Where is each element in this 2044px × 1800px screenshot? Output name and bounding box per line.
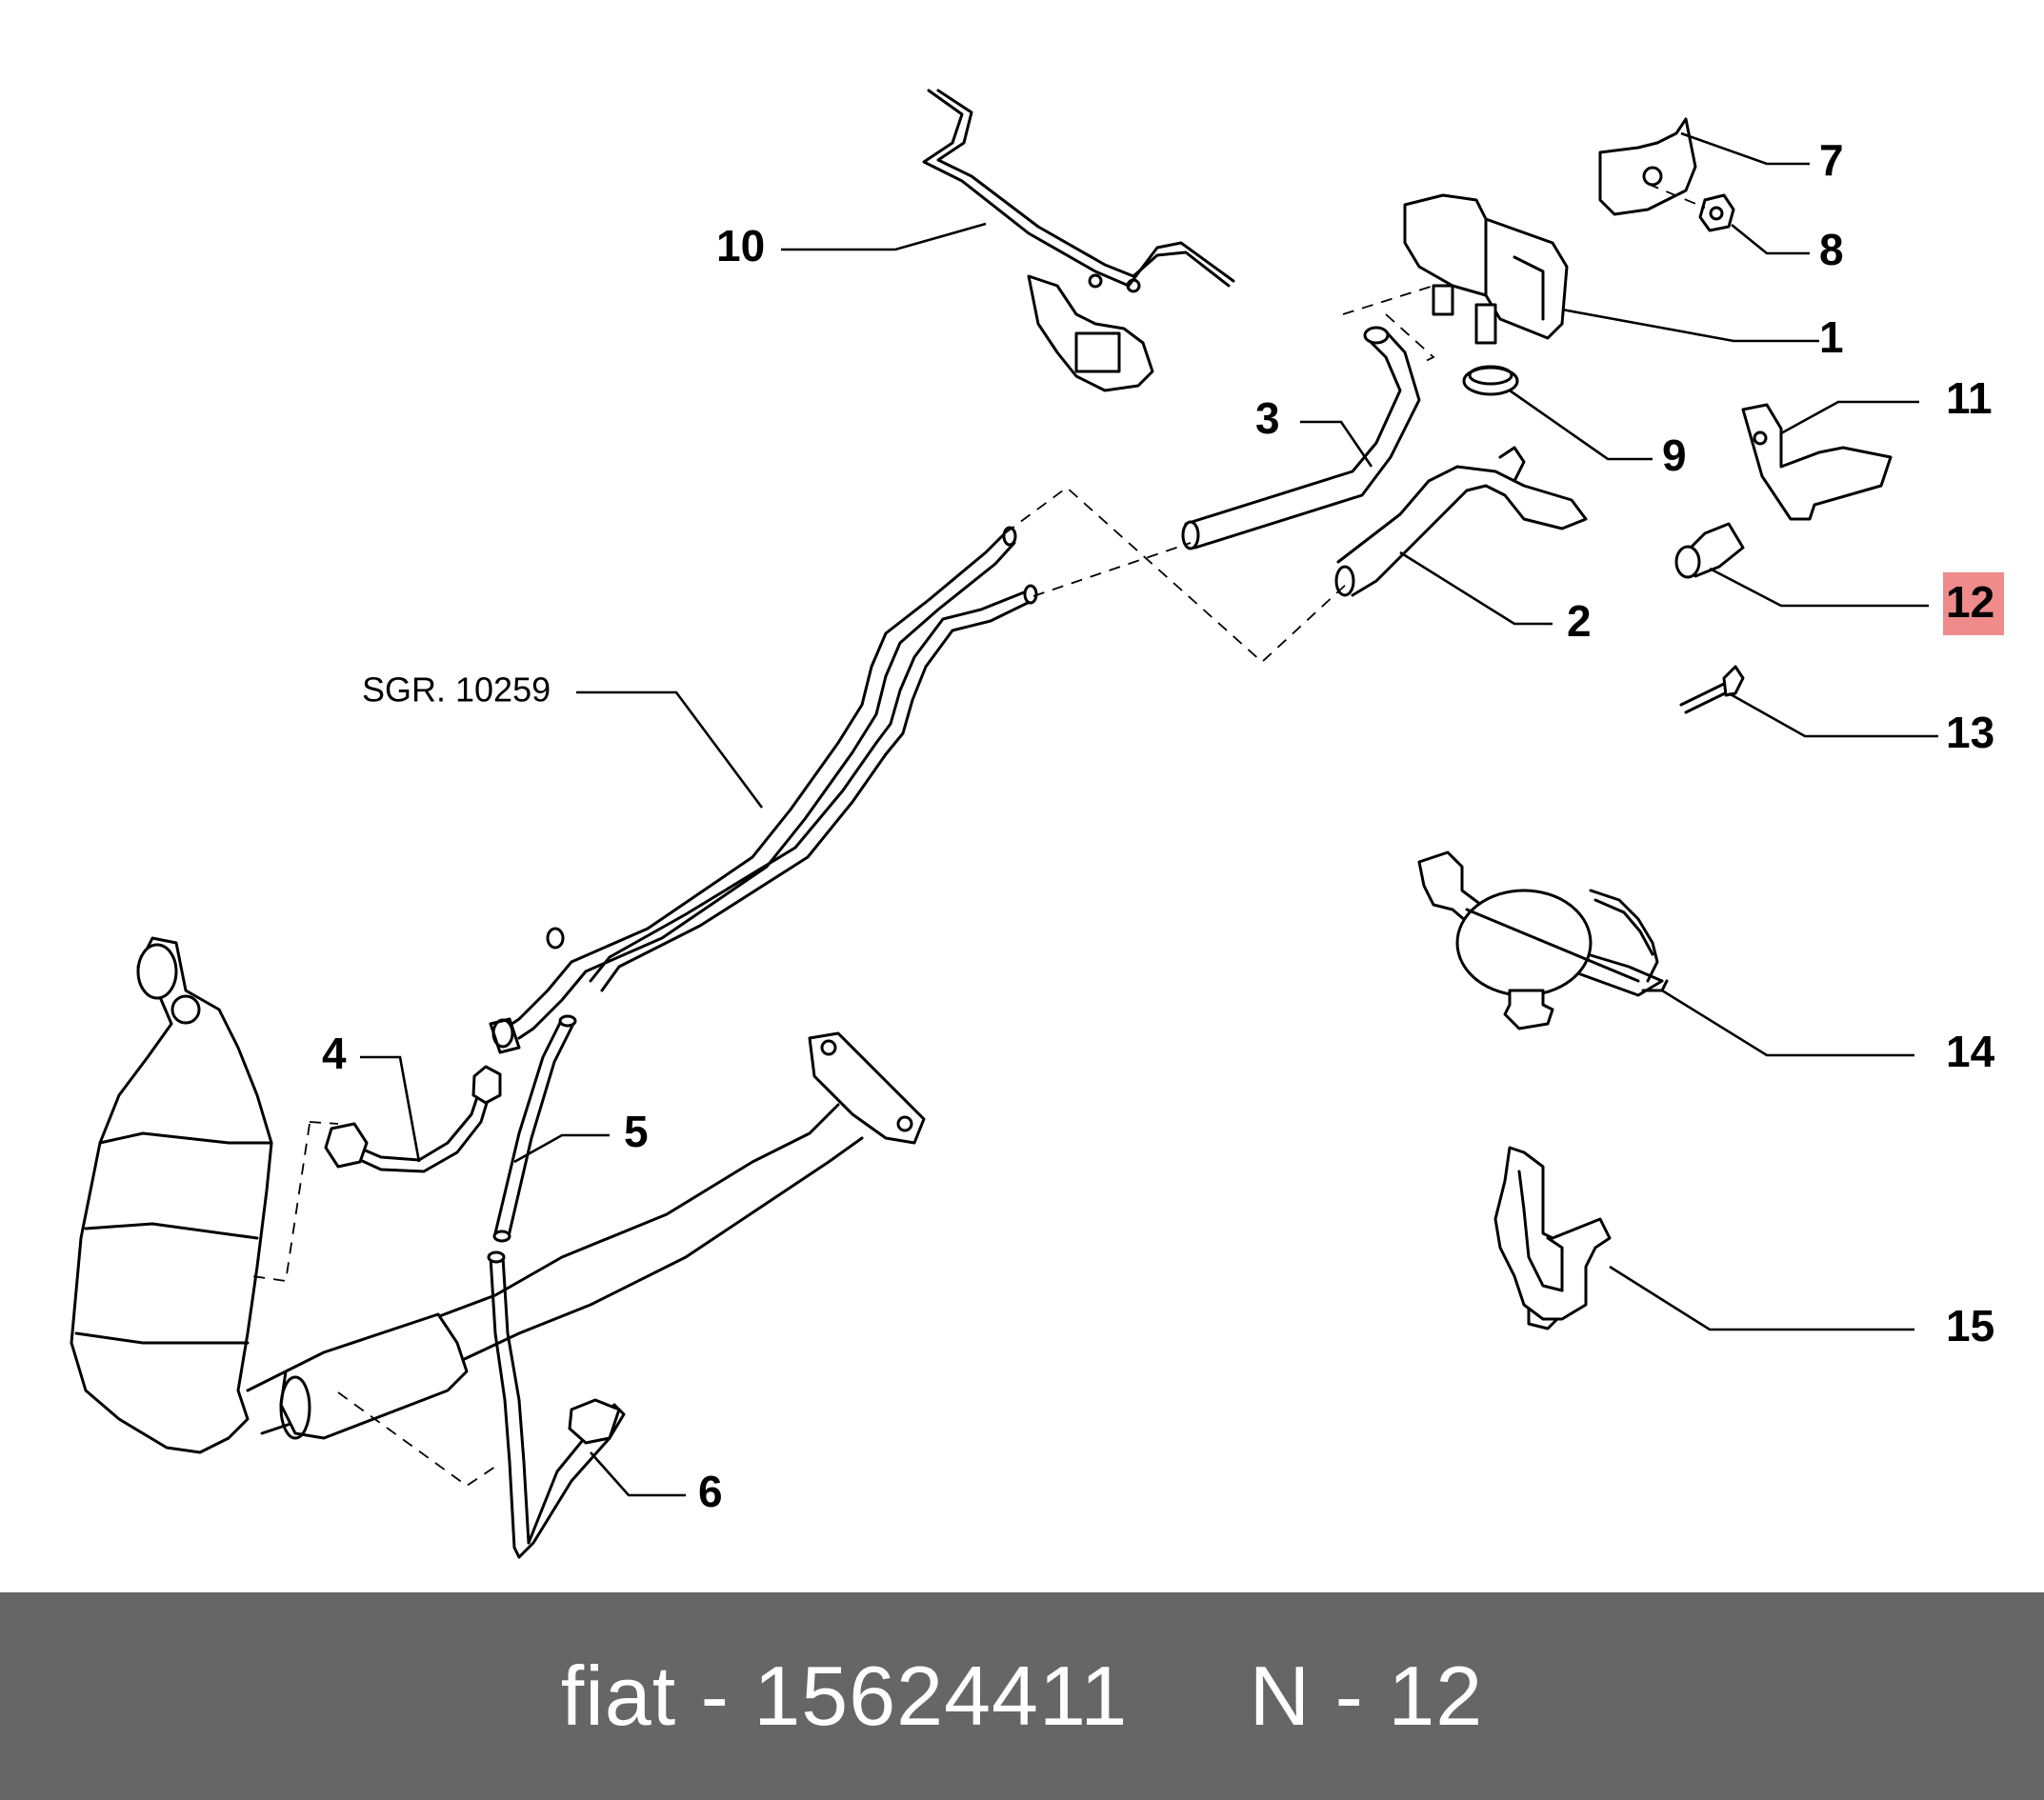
leader-5 <box>513 1133 610 1164</box>
part-9-clamp <box>1462 365 1519 396</box>
leader-10 <box>781 222 987 251</box>
part-12-bushing <box>1674 522 1745 579</box>
reference-label-sgr: SGR. 10259 <box>362 670 551 710</box>
callout-3: 3 <box>1255 393 1280 443</box>
callout-1: 1 <box>1819 312 1844 362</box>
callout-5: 5 <box>624 1107 649 1156</box>
callout-10: 10 <box>716 221 765 270</box>
callout-15: 15 <box>1946 1301 1994 1350</box>
callout-9: 9 <box>1662 430 1687 480</box>
part-4-pipe <box>324 1065 502 1173</box>
callout-12-highlight <box>1943 572 2004 635</box>
leader-7 <box>1680 131 1810 166</box>
leader-8 <box>1731 223 1810 255</box>
part-11-bracket <box>1741 403 1893 521</box>
leader-2 <box>1399 550 1553 626</box>
leader-lines <box>360 131 1938 1497</box>
footer-bar: fiat - 15624411 N - 12 <box>0 1592 2044 1800</box>
parts-diagram: 1 2 3 4 5 6 7 8 9 10 11 12 13 14 15 SGR.… <box>70 89 2004 1559</box>
part-6-hose <box>487 1250 626 1559</box>
leader-sgr <box>576 690 764 809</box>
part-8-nut <box>1698 193 1735 232</box>
leader-9 <box>1509 389 1653 461</box>
leader-13 <box>1728 691 1938 738</box>
leader-4 <box>360 1055 421 1163</box>
callout-7: 7 <box>1819 135 1844 185</box>
part-15-clip <box>1493 1146 1612 1330</box>
callout-2: 2 <box>1567 596 1592 646</box>
leader-1 <box>1561 308 1819 343</box>
part-3-hose <box>1181 326 1421 550</box>
leader-14 <box>1661 989 1914 1057</box>
catalytic-converter <box>70 936 273 1454</box>
sgr-pipe-assembly <box>489 526 1038 1054</box>
leader-12 <box>1709 567 1929 608</box>
footer-part-number: fiat - 15624411 N - 12 <box>560 1649 1484 1743</box>
leader-3 <box>1300 420 1373 468</box>
callout-4: 4 <box>322 1029 347 1078</box>
part-7-clip <box>1598 117 1697 216</box>
part-13-bolt <box>1679 665 1745 714</box>
part-5-hose <box>492 1014 577 1243</box>
callout-14: 14 <box>1946 1027 1995 1076</box>
callout-12: 12 <box>1946 577 1994 627</box>
callout-11: 11 <box>1946 373 1993 423</box>
exhaust-pipe <box>246 1031 926 1440</box>
leader-11 <box>1780 400 1919 435</box>
callout-6: 6 <box>698 1467 723 1516</box>
part-2-hose <box>1334 446 1588 597</box>
assembly-dashed-lines <box>251 183 1706 1488</box>
leader-15 <box>1609 1265 1914 1331</box>
leader-6 <box>590 1451 686 1497</box>
part-10-bracket <box>922 89 1235 392</box>
part-1-sensor <box>1403 193 1569 345</box>
callout-13: 13 <box>1946 708 1994 757</box>
callout-labels: 1 2 3 4 5 6 7 8 9 10 11 12 13 14 15 SGR.… <box>322 135 2004 1516</box>
callout-8: 8 <box>1819 225 1844 274</box>
part-14-sensor-tie <box>1417 850 1669 1030</box>
